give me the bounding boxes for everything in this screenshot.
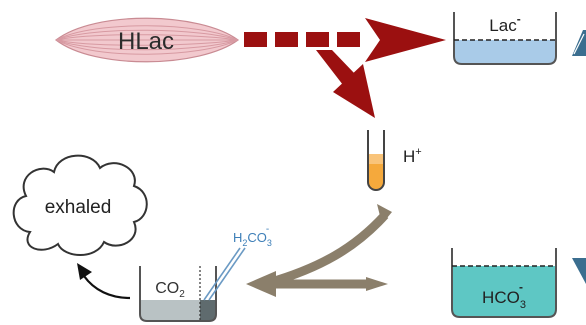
carbonic-acid-label: H2CO3- bbox=[233, 224, 272, 248]
lactate-label: Lac- bbox=[489, 12, 520, 35]
co2-label: CO2 bbox=[155, 280, 185, 300]
proton-label: H+ bbox=[403, 146, 422, 166]
cloud-icon bbox=[12, 154, 148, 256]
bicarbonate-label: HCO3- bbox=[482, 280, 526, 311]
exhale-arrow bbox=[77, 263, 131, 300]
co2-beaker-icon bbox=[139, 266, 217, 322]
muscle-fiber-icon bbox=[55, 17, 240, 63]
lactate-flow-arrow bbox=[244, 18, 446, 62]
bicarbonate-arrow-down-icon bbox=[572, 258, 586, 284]
lactate-beaker-icon bbox=[453, 12, 557, 65]
straw-icon bbox=[203, 247, 246, 301]
buffer-reaction-arrow bbox=[246, 204, 392, 297]
exhaled-label: exhaled bbox=[45, 197, 112, 218]
test-tube-icon bbox=[367, 130, 385, 191]
muscle-label: HLac bbox=[118, 28, 174, 55]
proton-flow-arrow bbox=[316, 50, 375, 118]
bicarbonate-beaker-icon bbox=[451, 248, 557, 318]
